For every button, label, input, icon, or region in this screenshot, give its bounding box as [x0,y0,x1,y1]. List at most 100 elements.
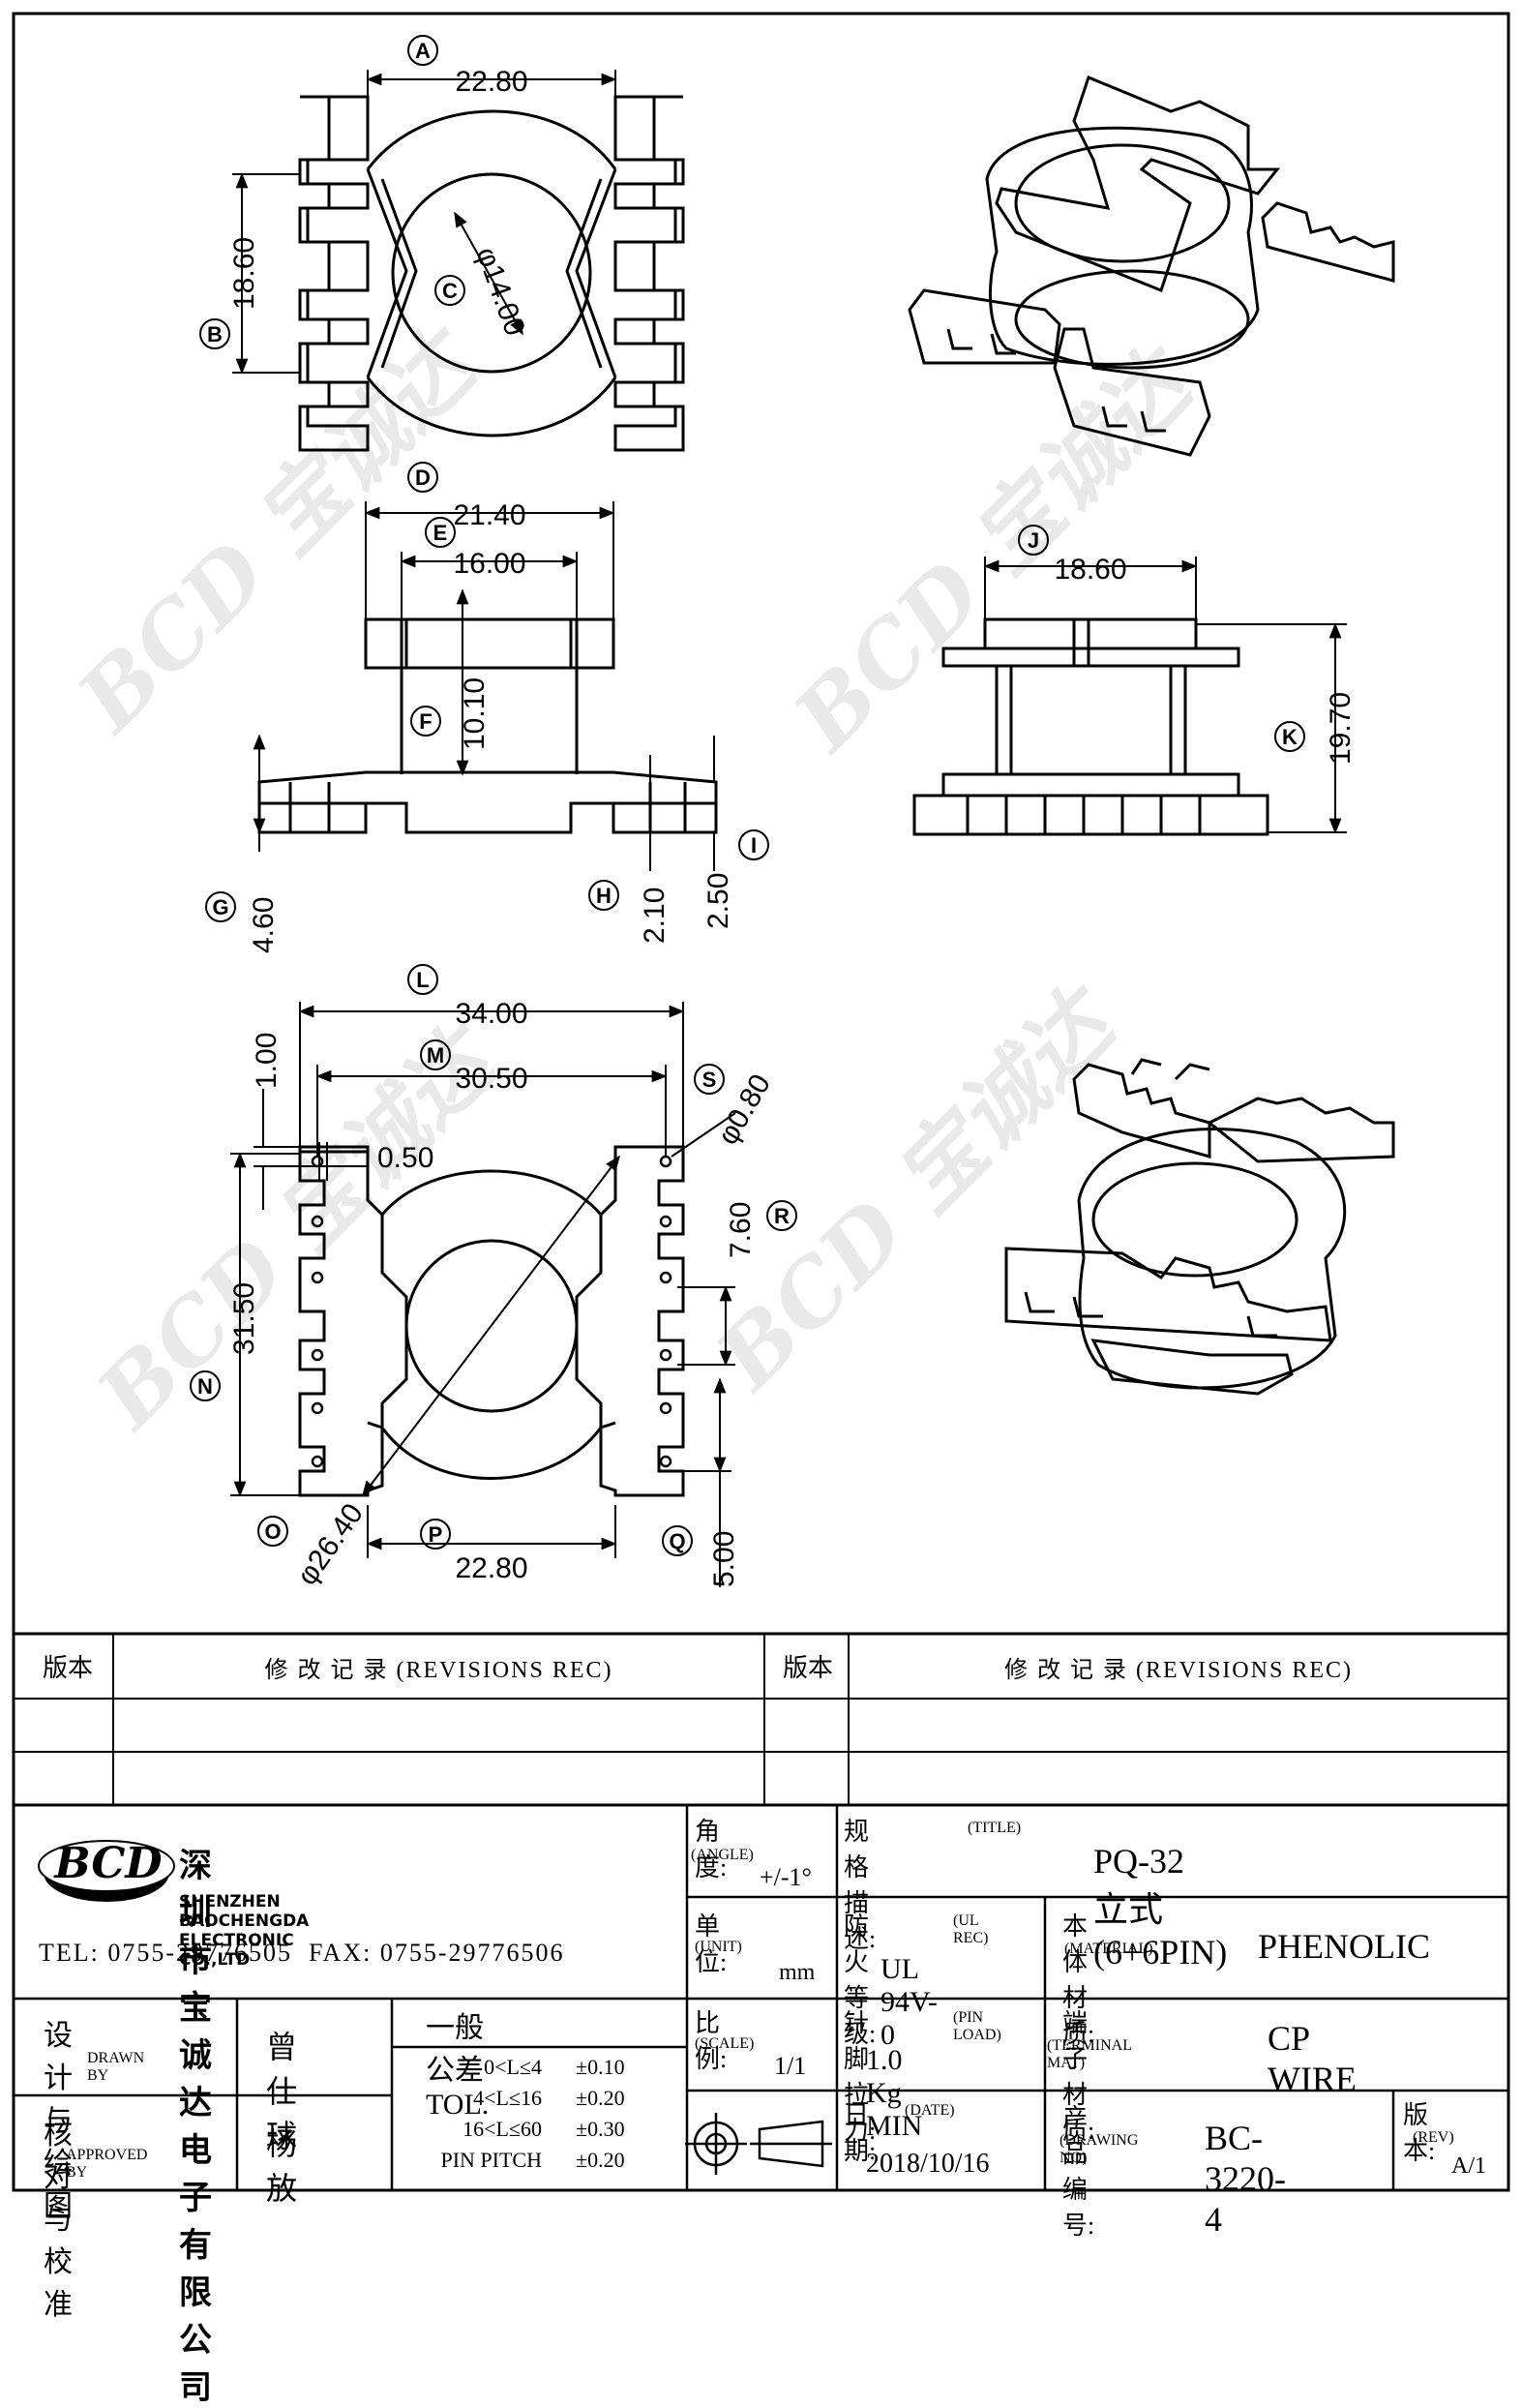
dim-b-value: 18.60 [228,237,260,310]
title-label: 规格描述: [844,1818,877,1953]
terminal-label: 端子材质: [1062,2009,1095,2145]
scale-label-en: (SCALE) [695,2035,755,2052]
sheet-border [12,12,1510,2192]
dim-label-h: H [596,884,612,908]
dim-label-l: L [416,968,429,992]
drawing-no-label-en: (DRAWING NO) [1059,2132,1139,2166]
dim-c-value: φ14.00 [469,243,530,340]
dim-i-value: 2.50 [702,873,734,929]
dim-label-j: J [1028,528,1039,553]
dim-label-a: A [415,39,431,63]
date-value: 2018/10/16 [866,2149,990,2179]
tolerance-value-2: ±0.20 [576,2086,625,2110]
dim-label-c: C [442,279,458,303]
date-label: 日期: [844,2101,877,2165]
watermark-group: BCD 宝诚达 BCD 宝诚达 BCD 宝诚达 BCD 宝诚达 [56,308,1216,1449]
dim-p-value: 22.80 [455,1552,527,1584]
revision-rec-header-right: 修 改 记 录 (REVISIONS REC) [1003,1658,1353,1683]
dim-label-n: N [197,1374,213,1399]
angle-value: +/-1° [760,1863,812,1891]
angle-label: 角度: [695,1818,728,1881]
tolerance-header: 一般公差 TOL. [426,2012,490,2121]
dim-label-e: E [433,521,448,545]
ul-value: UL 94V-0 [880,1953,938,2051]
rev-value: A/1 [1451,2153,1486,2179]
dim-label-i: I [751,833,757,858]
watermark: BCD 宝诚达 [75,1005,520,1449]
tel-fax: TEL: 0755-29776505 FAX: 0755-29776506 [39,1939,565,1967]
terminal-label-en: (TERMINAL MAT) [1047,2037,1132,2071]
company-name-en: SHENZHEN BAOCHENGDA ELECTRONIC CO.,LTD [179,1892,310,1970]
title-value: PQ-32 立式(6+6PIN) [1093,1842,1228,1972]
unit-value: mm [779,1960,816,1985]
tolerance-range-4: PIN PITCH [440,2148,542,2172]
dim-label-g: G [212,895,228,919]
side-view-dims [983,525,1347,834]
drawn-by-value: 曾仕球 [266,2030,298,2153]
top-view-dims [199,35,617,375]
iso-view-bottom [1004,1058,1395,1396]
title-label-en: (TITLE) [968,1820,1022,1836]
material-value: PHENOLIC [1258,1927,1430,1966]
revision-ver-header-right: 版本 [782,1654,833,1682]
dim-label-f: F [419,709,432,734]
revision-ver-header-left: 版本 [42,1654,93,1682]
drawn-by-label-en: DRAWN BY [87,2050,145,2084]
dim-k-value: 19.70 [1325,692,1357,765]
dim-1-00-value: 1.00 [251,1033,283,1089]
dim-label-r: R [774,1204,790,1228]
scale-label: 比例: [695,2009,728,2073]
watermark: BCD 宝诚达 [772,327,1216,771]
rev-label-en: (REV) [1413,2129,1454,2146]
bottom-view-dims [190,964,797,1587]
pin-load-label-en: (PIN LOAD) [953,2009,1001,2043]
scale-value: 1/1 [774,2052,807,2080]
date-label-en: (DATE) [905,2102,955,2119]
top-view [298,95,685,452]
drawing-no-value: BC-3220-4 [1205,2119,1286,2239]
dim-label-m: M [427,1043,444,1068]
dim-f-value: 10.10 [459,677,491,750]
drawing-sheet: BCD 宝诚达 BCD 宝诚达 BCD 宝诚达 BCD 宝诚达 A 22.80 … [12,12,1510,2192]
dim-label-s: S [702,1068,717,1092]
dim-s-value: φ0.80 [711,1069,777,1151]
ul-label: 防火等级: [844,1912,877,2048]
drawing-no-label: 产品编号: [1062,2104,1095,2240]
approved-by-label-en: APPROVED BY [66,2147,148,2181]
revision-rec-header-left: 修 改 记 录 (REVISIONS REC) [264,1658,613,1683]
title-block-grid [14,1805,1508,2190]
unit-label-en: (UNIT) [695,1939,742,1955]
dim-m-value: 30.50 [455,1063,527,1095]
tolerance-value-3: ±0.30 [576,2117,625,2141]
angle-label-en: (ANGLE) [691,1847,754,1863]
dim-label-d: D [415,466,431,490]
dim-r-value: 7.60 [725,1202,757,1258]
company-logo [38,1840,175,1902]
dim-n-value: 31.50 [228,1282,260,1355]
material-label-en: (MATERIAL) [1064,1941,1153,1957]
rev-label: 版本: [1403,2101,1436,2165]
dim-l-value: 34.00 [455,998,527,1030]
dim-0-50-value: 0.50 [377,1142,433,1174]
dim-a-value: 22.80 [455,66,527,98]
dim-g-value: 4.60 [248,897,280,953]
front-view [257,617,718,834]
terminal-value: CP WIRE [1268,2019,1357,2098]
approved-by-label: 核对与校准 [44,2119,73,2321]
pin-load-value: 1.0 Kg MIN [866,2044,923,2142]
tolerance-range-1: 0<L≤4 [484,2055,542,2079]
dim-label-k: K [1282,725,1298,749]
ul-label-en: (UL REC) [953,1912,989,1946]
dim-label-b: B [207,322,223,346]
pin-load-label: 针脚拉力: [844,2009,877,2145]
front-view-dims [205,462,769,922]
dim-label-p: P [429,1522,443,1547]
tolerance-range-2: 4<L≤16 [473,2086,542,2110]
approved-by-value: 杨 放 [266,2126,317,2206]
dim-o-value: φ26.40 [291,1498,370,1591]
logo-text: BCD [54,1839,163,1888]
revision-table [14,1632,1508,1807]
dim-h-value: 2.10 [639,888,671,944]
side-view [912,617,1269,836]
tolerance-value-4: ±0.20 [576,2148,625,2172]
